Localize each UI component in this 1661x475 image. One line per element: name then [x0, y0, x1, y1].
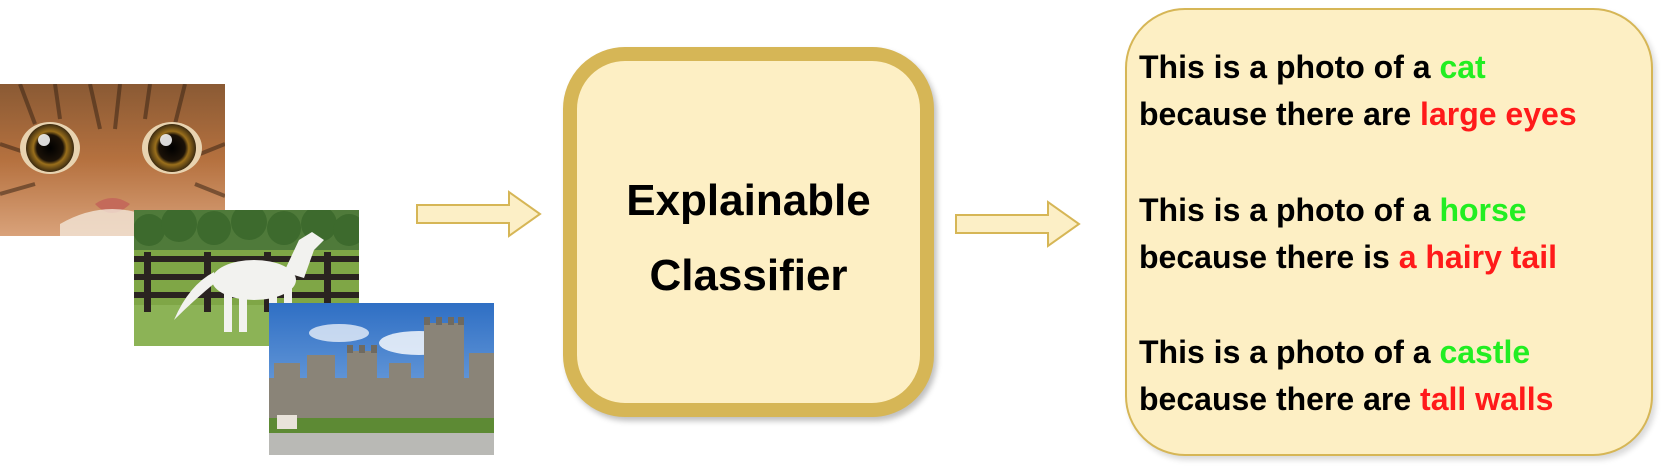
- castle-photo: [269, 303, 494, 455]
- explanations-box: This is a photo of a cat because there a…: [1125, 8, 1653, 456]
- explanation-3-reason-line: because there are tall walls: [1139, 381, 1553, 418]
- explanation-1-reason: large eyes: [1420, 96, 1577, 132]
- cat-photo: [0, 84, 225, 236]
- input-arrow-icon: [416, 190, 542, 238]
- explanation-2-reason-line: because there is a hairy tail: [1139, 239, 1557, 276]
- explanation-1-reason-prefix: because there are: [1139, 96, 1412, 132]
- explanation-2-label: horse: [1439, 192, 1527, 228]
- explanation-3-prefix: This is a photo of a: [1139, 334, 1431, 370]
- explanation-1-prefix: This is a photo of a: [1139, 49, 1431, 85]
- explanation-3-prediction: This is a photo of a castle: [1139, 334, 1530, 371]
- explanation-1-label: cat: [1439, 49, 1486, 85]
- explanation-3-reason: tall walls: [1420, 381, 1554, 417]
- explanation-2-reason-prefix: because there is: [1139, 239, 1390, 275]
- explanation-1-prediction: This is a photo of a cat: [1139, 49, 1486, 86]
- classifier-title-line-2: Classifier: [649, 251, 848, 300]
- classifier-title-line-1: Explainable: [626, 176, 871, 225]
- explanation-3-label: castle: [1439, 334, 1531, 370]
- explanation-2-prediction: This is a photo of a horse: [1139, 192, 1527, 229]
- explainable-classifier-box: Explainable Classifier: [563, 47, 934, 417]
- explanation-1-reason-line: because there are large eyes: [1139, 96, 1577, 133]
- explanation-3-reason-prefix: because there are: [1139, 381, 1412, 417]
- explanation-2-prefix: This is a photo of a: [1139, 192, 1431, 228]
- output-arrow-icon: [955, 200, 1081, 248]
- explanation-2-reason: a hairy tail: [1398, 239, 1557, 275]
